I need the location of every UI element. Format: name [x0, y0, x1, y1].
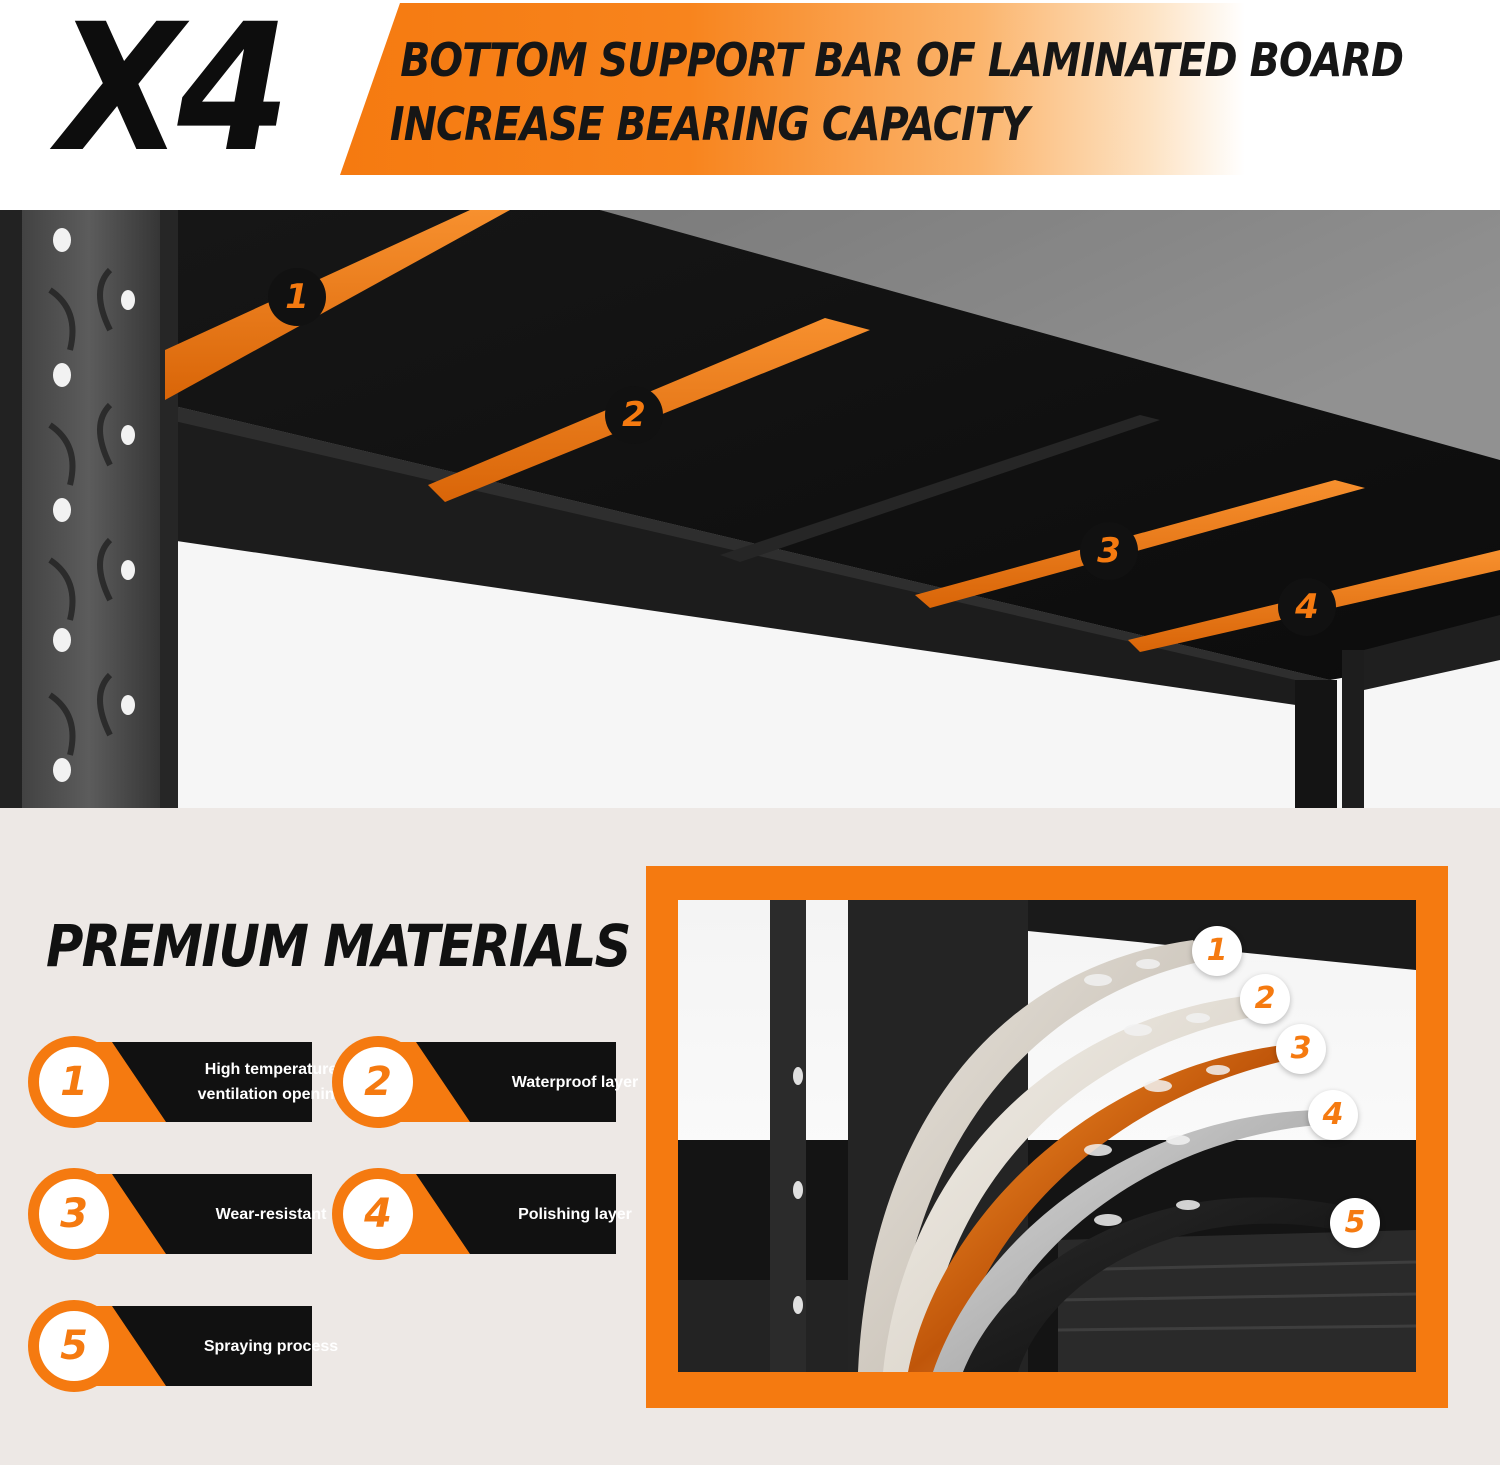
- support-bar-number: 4: [1278, 578, 1336, 636]
- material-item: Polishing layer 4: [332, 1168, 632, 1260]
- layer-number: 5: [1330, 1198, 1380, 1248]
- headline-banner: BOTTOM SUPPORT BAR OF LAMINATED BOARD IN…: [340, 3, 1500, 175]
- support-bar-number: 1: [268, 268, 326, 326]
- layer-detail-image: 1 2 3 4 5: [678, 900, 1416, 1372]
- material-number-badge: 2: [332, 1036, 424, 1128]
- layer-number: 4: [1308, 1090, 1358, 1140]
- material-card: Spraying process: [76, 1306, 338, 1386]
- support-bar-number: 3: [1080, 522, 1138, 580]
- layer-number: 2: [1240, 974, 1290, 1024]
- layer-illustration: [678, 900, 1416, 1372]
- material-item: Waterproof layer 2: [332, 1036, 638, 1128]
- post-slots: [53, 228, 135, 782]
- material-number-badge: 5: [28, 1300, 120, 1392]
- support-bar-number: 2: [605, 386, 663, 444]
- materials-title: PREMIUM MATERIALS: [46, 912, 631, 980]
- shelf-drawing: [0, 210, 1500, 808]
- material-item: Spraying process 5: [28, 1300, 338, 1392]
- materials-section: PREMIUM MATERIALS High temperature venti…: [0, 808, 1500, 1465]
- material-card: Waterproof layer: [380, 1042, 638, 1122]
- material-number-badge: 4: [332, 1168, 424, 1260]
- layer-number: 3: [1276, 1024, 1326, 1074]
- material-label: Spraying process: [203, 1337, 339, 1355]
- material-label: Polishing layer: [518, 1205, 632, 1223]
- layer-4-sheet: [933, 1110, 1318, 1372]
- material-label: High temperature ventilation opening: [197, 1061, 345, 1103]
- support-bar-3: [915, 480, 1365, 608]
- header: X4 BOTTOM SUPPORT BAR OF LAMINATED BOARD…: [0, 0, 1500, 210]
- material-label: Waterproof layer: [511, 1073, 639, 1091]
- layer-3-sheet: [908, 1045, 1288, 1372]
- material-item: High temperature ventilation opening 1: [28, 1036, 344, 1128]
- layer-5-sheet: [963, 1197, 1338, 1372]
- material-label: Wear-resistant: [215, 1205, 327, 1223]
- layer-detail-panel: 1 2 3 4 5: [646, 866, 1448, 1408]
- material-number-badge: 3: [28, 1168, 120, 1260]
- support-bar-1: [165, 210, 510, 400]
- material-number-badge: 1: [28, 1036, 120, 1128]
- material-item: Wear-resistant 3: [28, 1168, 326, 1260]
- shelf-underside-illustration: 1 2 3 4: [0, 210, 1500, 808]
- headline-line-2: INCREASE BEARING CAPACITY: [389, 97, 1030, 151]
- layer-number: 1: [1192, 926, 1242, 976]
- headline-line-1: BOTTOM SUPPORT BAR OF LAMINATED BOARD: [400, 33, 1404, 87]
- multiplier-text: X4: [58, 0, 290, 191]
